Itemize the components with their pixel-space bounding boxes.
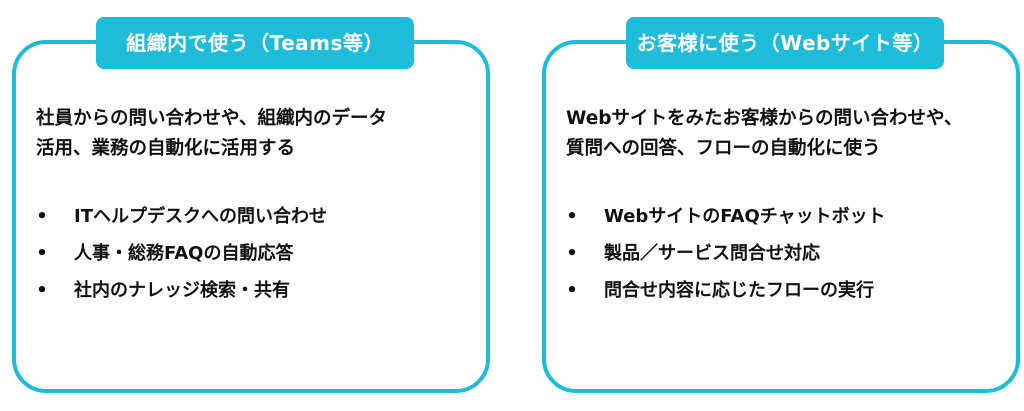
description-line: 社員からの問い合わせや、組織内のデータ (36, 108, 387, 129)
bullet-icon: • (36, 206, 48, 227)
list-item: • WebサイトのFAQチャットボット (566, 198, 1006, 235)
internal-use-description: 社員からの問い合わせや、組織内のデータ 活用、業務の自動化に活用する (36, 104, 472, 164)
list-item: • 社内のナレッジ検索・共有 (36, 272, 476, 309)
list-item-label: 問合せ内容に応じたフローの実行 (604, 280, 874, 301)
customer-use-title: お客様に使う（Webサイト等） (626, 17, 944, 69)
description-line: 活用、業務の自動化に活用する (36, 138, 296, 159)
internal-use-title: 組織内で使う（Teams等） (96, 17, 414, 69)
bullet-icon: • (566, 206, 578, 227)
description-line: 質問への回答、フローの自動化に使う (566, 138, 881, 159)
list-item-label: WebサイトのFAQチャットボット (604, 206, 886, 227)
list-item-label: 社内のナレッジ検索・共有 (74, 280, 290, 301)
bullet-icon: • (566, 280, 578, 301)
customer-use-card: お客様に使う（Webサイト等） Webサイトをみたお客様からの問い合わせや、 質… (542, 17, 1020, 393)
customer-use-list: • WebサイトのFAQチャットボット • 製品／サービス問合せ対応 • 問合せ… (566, 198, 1006, 309)
internal-use-card: 組織内で使う（Teams等） 社員からの問い合わせや、組織内のデータ 活用、業務… (12, 17, 490, 393)
list-item: • 人事・総務FAQの自動応答 (36, 235, 476, 272)
description-line: Webサイトをみたお客様からの問い合わせや、 (566, 108, 963, 129)
list-item-label: ITヘルプデスクへの問い合わせ (74, 206, 327, 227)
bullet-icon: • (36, 280, 48, 301)
list-item-label: 製品／サービス問合せ対応 (604, 243, 820, 264)
list-item: • 問合せ内容に応じたフローの実行 (566, 272, 1006, 309)
internal-use-list: • ITヘルプデスクへの問い合わせ • 人事・総務FAQの自動応答 • 社内のナ… (36, 198, 476, 309)
bullet-icon: • (36, 243, 48, 264)
list-item-label: 人事・総務FAQの自動応答 (74, 243, 294, 264)
list-item: • ITヘルプデスクへの問い合わせ (36, 198, 476, 235)
customer-use-description: Webサイトをみたお客様からの問い合わせや、 質問への回答、フローの自動化に使う (566, 104, 1002, 164)
bullet-icon: • (566, 243, 578, 264)
list-item: • 製品／サービス問合せ対応 (566, 235, 1006, 272)
